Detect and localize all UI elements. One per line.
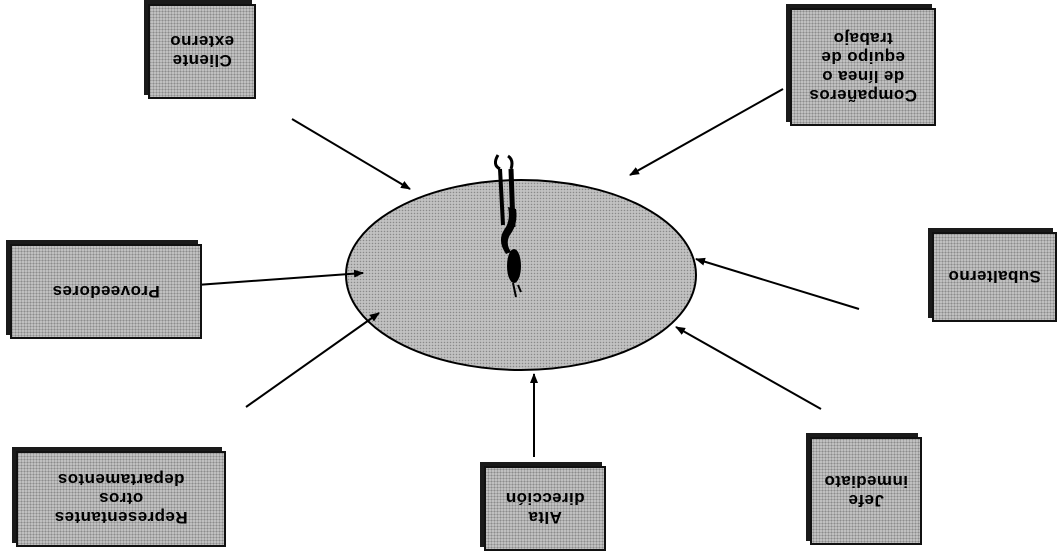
box-alta-direccion-label: Alta dirección <box>505 489 585 528</box>
box-jefe-label: Jefe inmediato <box>824 472 908 510</box>
box-cliente-label: Cliente externo <box>169 32 235 71</box>
arrow-from-companeros <box>291 118 411 190</box>
box-proveedores-label: Proveedores <box>52 282 160 301</box>
box-subalterno: Subalterno <box>932 232 1057 322</box>
box-representantes-label: Representantes otros departamentos <box>54 470 188 528</box>
box-cliente: Cliente externo <box>148 4 256 99</box>
center-ellipse <box>345 179 697 371</box>
arrow-from-representantes <box>675 326 822 410</box>
box-jefe: Jefe inmediato <box>810 437 922 545</box>
arrow-from-proveedores <box>695 257 860 310</box>
box-companeros-label: Compañeros de línea o equipo de trabajo <box>809 29 917 105</box>
box-representantes: Representantes otros departamentos <box>16 451 226 547</box>
box-proveedores: Proveedores <box>10 244 202 339</box>
box-companeros: Compañeros de línea o equipo de trabajo <box>790 8 936 126</box>
box-alta-direccion: Alta dirección <box>484 466 606 551</box>
box-subalterno-label: Subalterno <box>948 267 1041 287</box>
arrow-from-cliente <box>629 88 784 176</box>
person-figure-icon <box>493 154 522 298</box>
arrow-from-jefe <box>245 312 380 408</box>
